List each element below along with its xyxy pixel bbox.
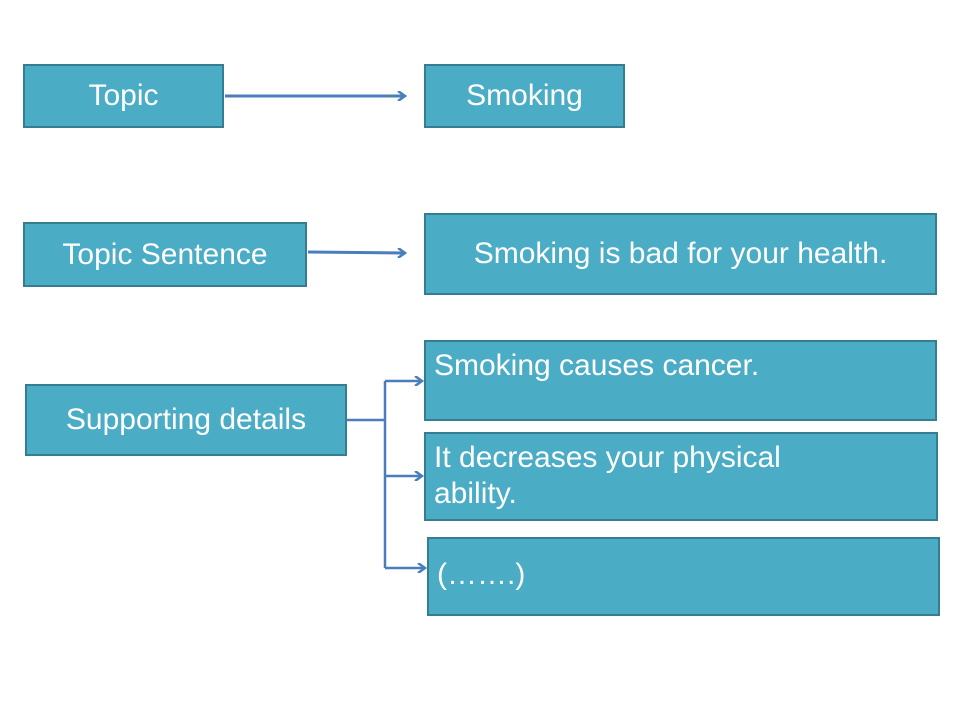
supporting-detail-text: Smoking causes cancer. (434, 349, 760, 382)
topic-sentence-label: Topic Sentence (62, 237, 268, 271)
supporting-detail-box-3: (…….) (427, 537, 940, 616)
supporting-detail-box-2: It decreases your physical ability. (424, 432, 938, 521)
topic-value-box: Smoking (424, 64, 625, 128)
supporting-detail-text: (…….) (437, 557, 526, 591)
topic-sentence-value-box: Smoking is bad for your health. (424, 213, 937, 295)
topic-label-box: Topic (23, 64, 224, 128)
topic-sentence-label-box: Topic Sentence (23, 222, 307, 287)
supporting-detail-box-1: Smoking causes cancer. (424, 340, 937, 421)
supporting-details-connector (347, 381, 424, 568)
supporting-details-label-box: Supporting details (25, 384, 347, 456)
topic-label: Topic (88, 79, 159, 112)
supporting-details-label: Supporting details (65, 403, 307, 436)
supporting-detail-text: It decreases your physical ability. (434, 441, 781, 510)
topic-sentence-value: Smoking is bad for your health. (473, 237, 888, 270)
topic-value: Smoking (466, 79, 583, 112)
arrow-topic-sentence-to-value (307, 252, 404, 253)
